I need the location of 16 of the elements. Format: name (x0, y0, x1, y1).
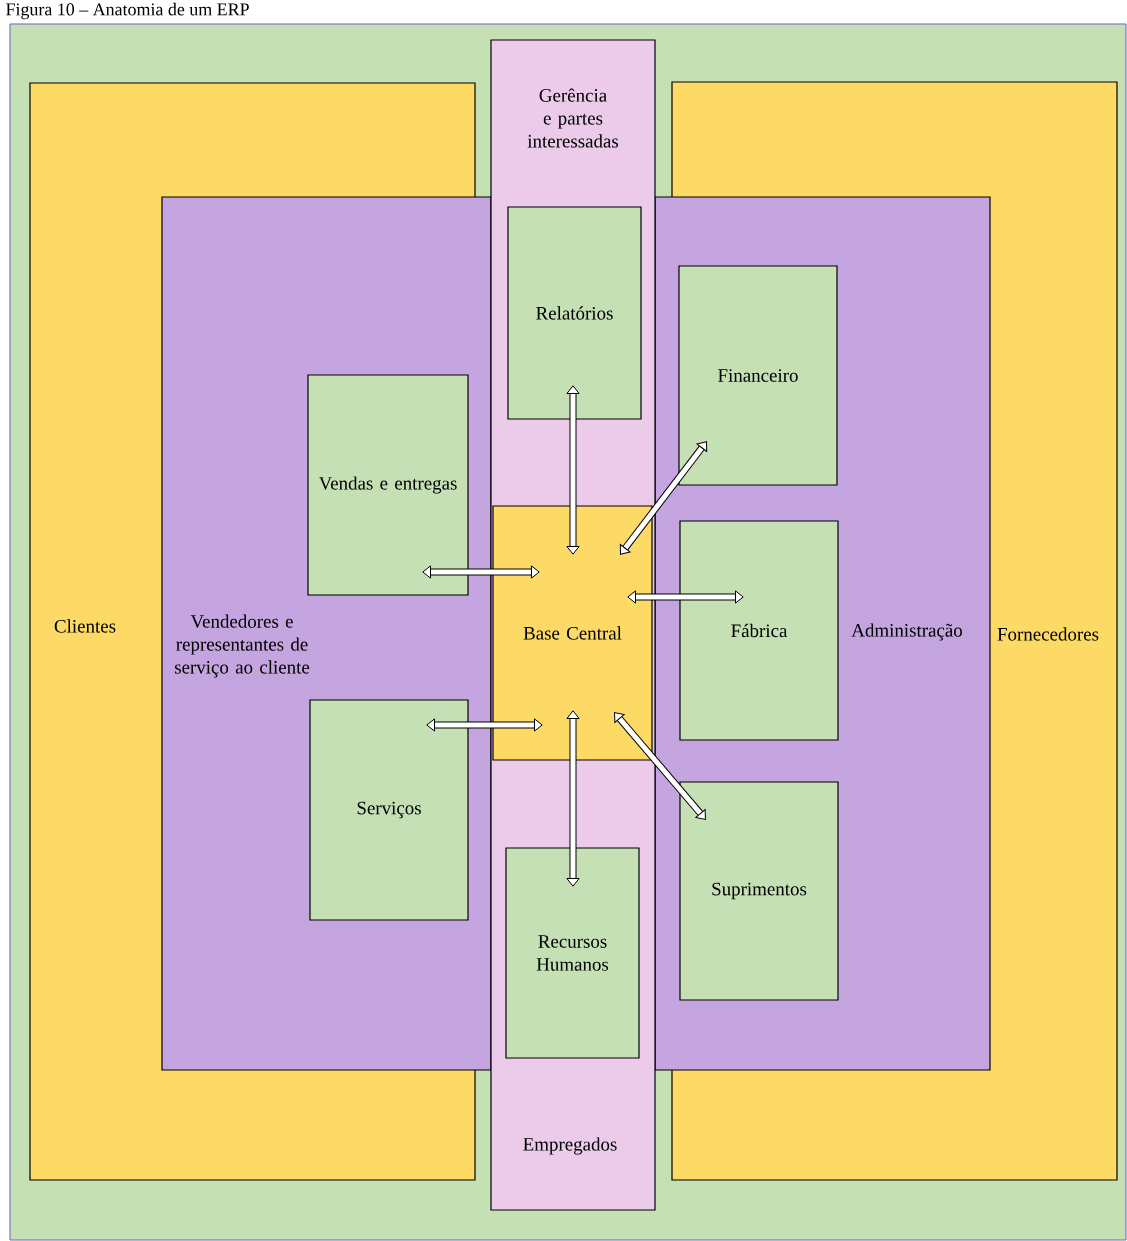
double-arrow (422, 565, 540, 579)
module-box: Fábrica (679, 520, 839, 741)
double-arrow (426, 718, 543, 732)
double-arrow (614, 712, 706, 820)
module-box: Relatórios (507, 206, 642, 420)
module-box: Vendas e entregas (307, 374, 469, 596)
module-box: Financeiro (678, 265, 838, 486)
diagram-title: Figura 10 – Anatomia de um ERP (6, 2, 249, 20)
double-arrow (619, 441, 708, 555)
central-box: Base Central (492, 505, 653, 761)
double-arrow (627, 590, 744, 604)
double-arrow (566, 710, 580, 887)
module-box: Recursos Humanos (505, 847, 640, 1059)
double-arrow (566, 385, 580, 555)
module-box: Serviços (309, 699, 469, 921)
module-box: Suprimentos (679, 781, 839, 1001)
